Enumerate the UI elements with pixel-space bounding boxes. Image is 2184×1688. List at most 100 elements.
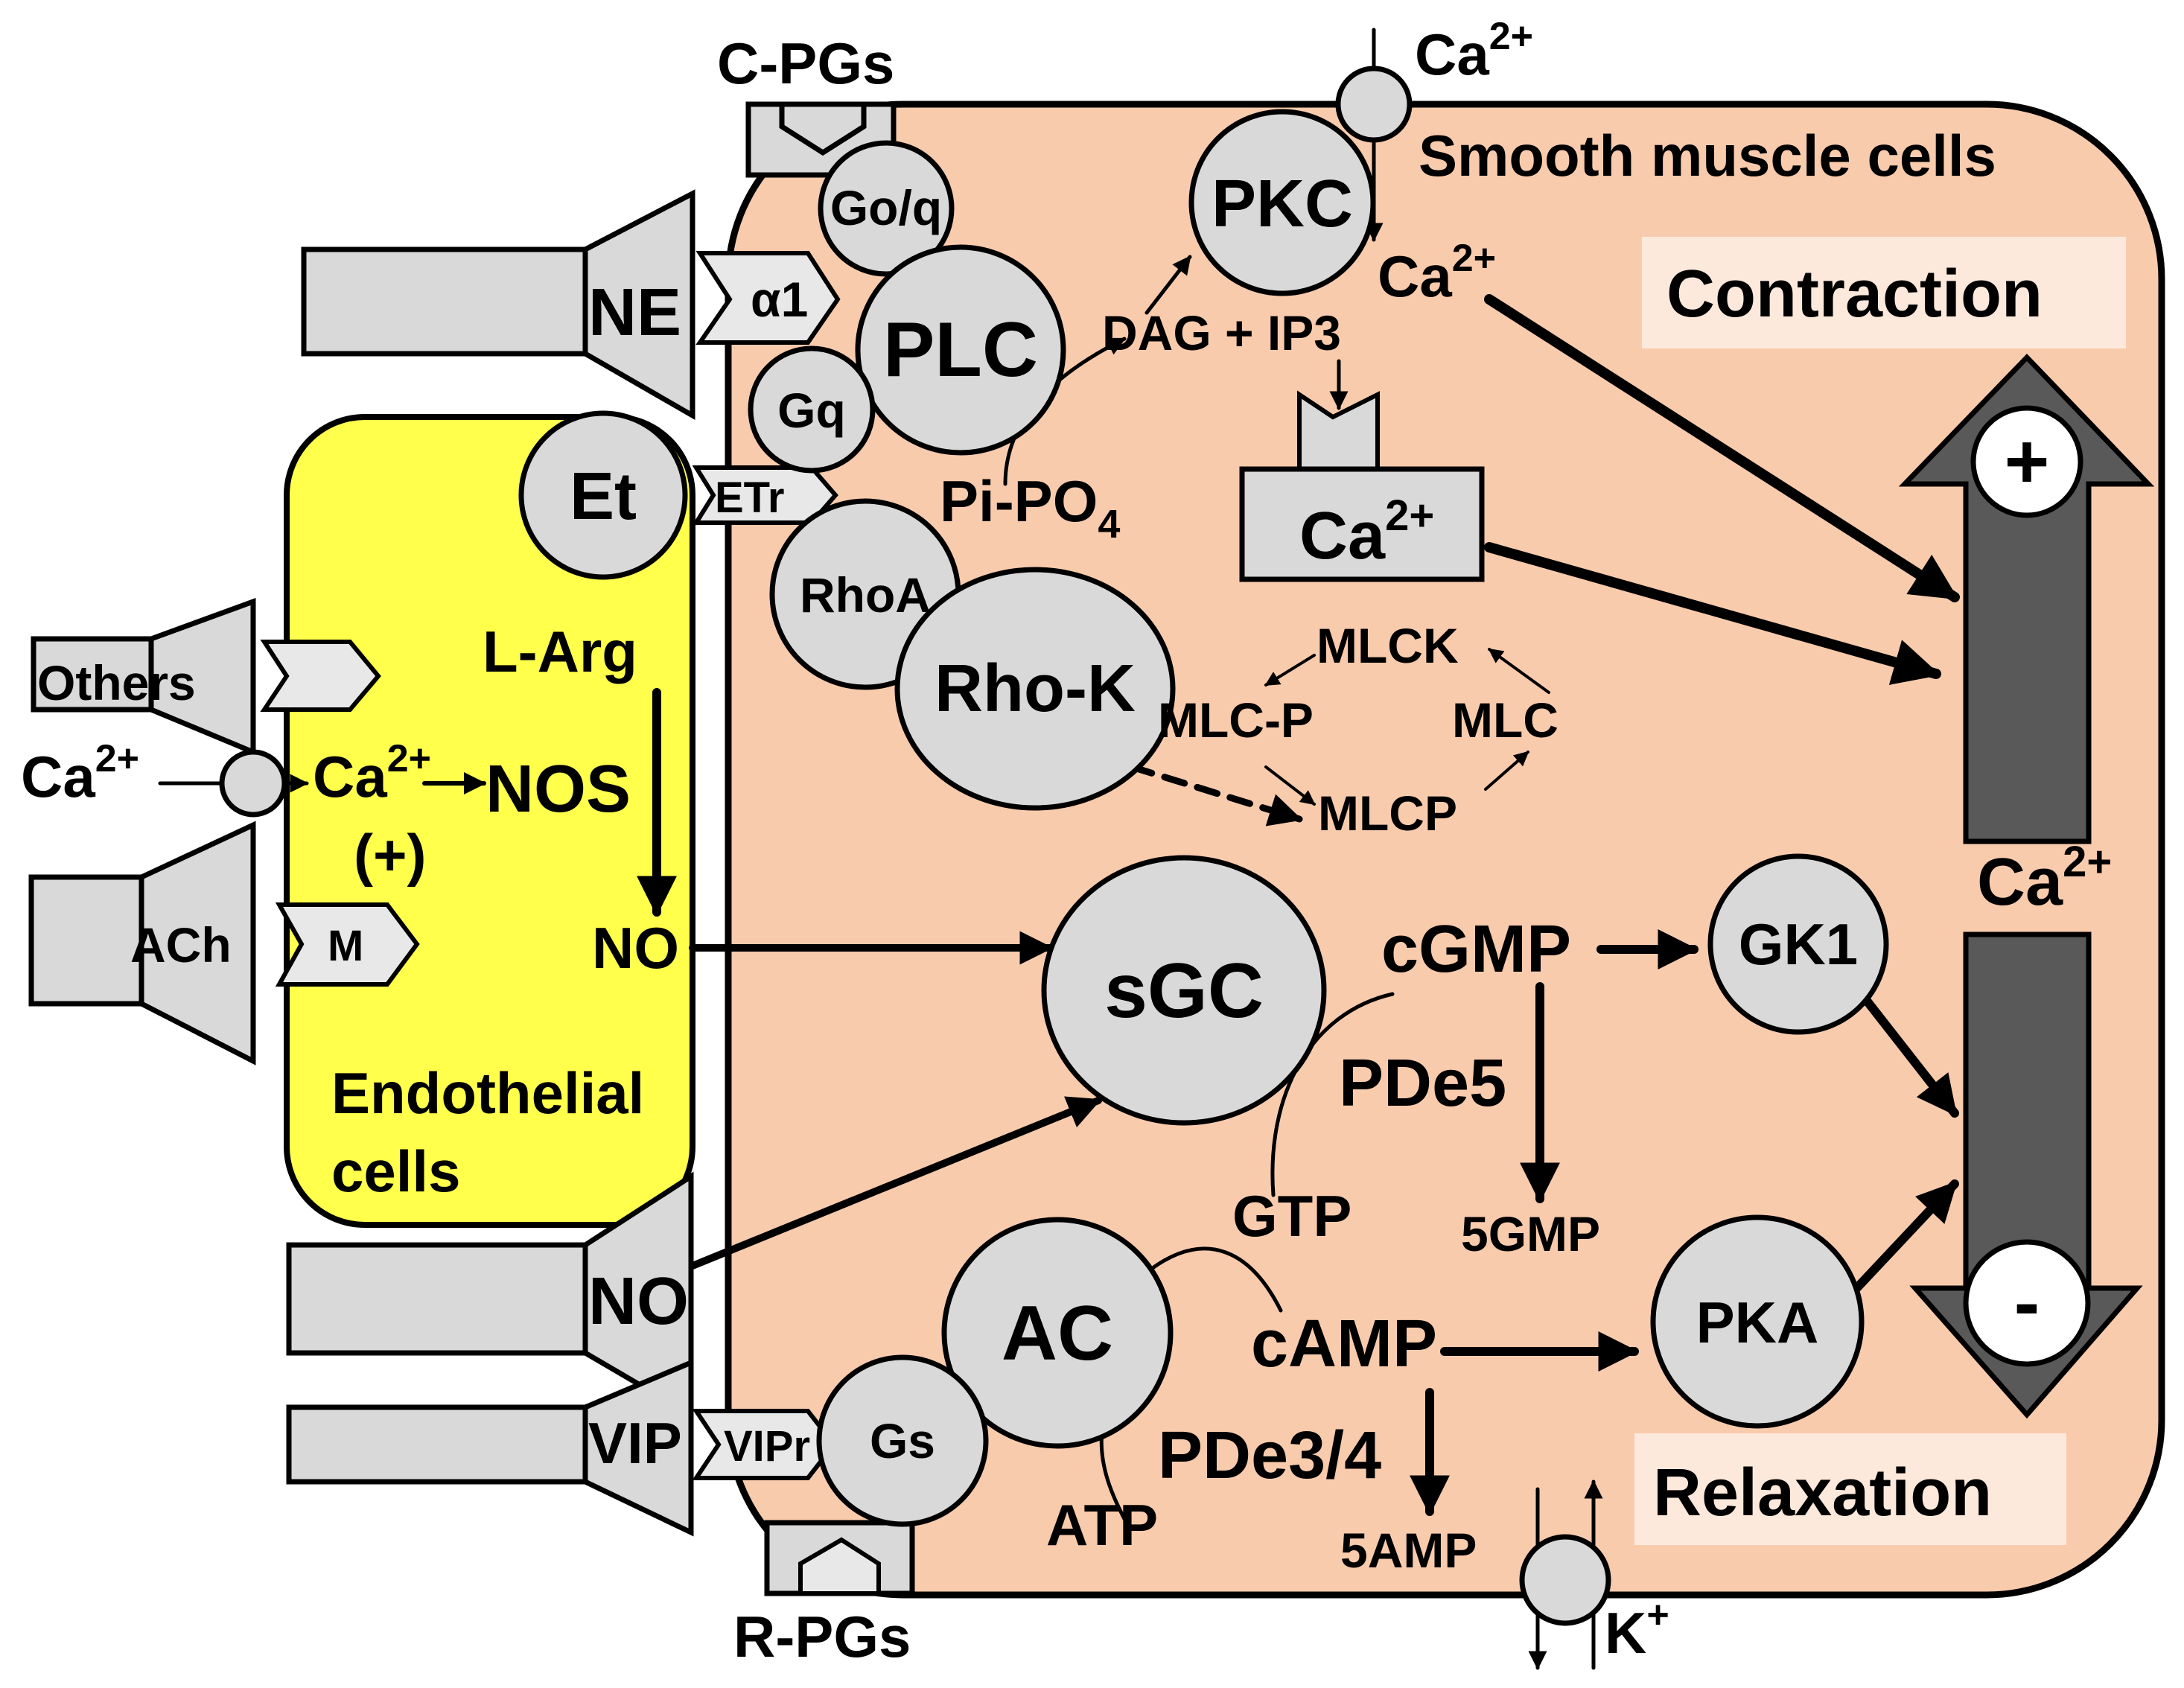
ach-nerve-terminal [139,821,256,1066]
mlck-to-mlcp-arrow [1264,654,1316,687]
atp-label: ATP [1046,1492,1158,1558]
pka-node [1650,1214,1865,1429]
ca-channel-top [1335,66,1413,143]
gs-node [816,1354,989,1527]
no-endo-label: NO [592,915,679,981]
gq-node [748,345,876,474]
plus-paren-label: (+) [354,822,427,888]
mlcp-label: MLCP [1318,786,1457,841]
ne-label: NE [588,276,681,350]
endothelial-label-line1: Endothelial [331,1060,644,1126]
contraction-label-box [1642,237,2126,348]
5amp-label: 5AMP [1340,1523,1477,1578]
mlcp-to-mlc-arrow [1484,751,1529,791]
relaxation-label-box [1634,1433,2066,1545]
gtp-label: GTP [1232,1183,1352,1249]
vip-label: VIP [588,1410,682,1476]
plus-badge [1970,405,2083,518]
dag-ip3-label: DAG + IP3 [1102,305,1341,360]
ca-store [1239,466,1485,582]
ne-nerve-terminal [582,189,695,421]
c-pgs-label: C-PGs [717,31,894,96]
plus-sign: + [2005,418,2050,505]
dag-to-pkc-arrow [1144,255,1192,315]
pde34-label: PDe3/4 [1158,1418,1381,1493]
ach-nerve-stem [28,874,144,1007]
endothelial-label-line2: cells [331,1138,460,1204]
camp-label: cAMP [1251,1307,1437,1381]
ac-to-camp-curve [1148,1246,1283,1313]
pkc-node [1188,109,1376,296]
gk1-label: GK1 [1739,911,1858,977]
gs-label: Gs [870,1413,935,1468]
mlcp-phos-to-mlcp-arrow [1264,765,1316,806]
ca-influx-label: Ca2+ [1378,237,1496,309]
vipr-label: VIPr [724,1422,810,1471]
pde5-label: PDe5 [1339,1046,1506,1121]
others-label: Others [37,655,196,710]
smooth-muscle-label: Smooth muscle cells [1419,123,1996,188]
atp-to-ac-curve [1099,1427,1127,1521]
no-nerve-label: NO [588,1264,689,1339]
contraction-big-arrow [1898,353,2155,844]
etr-label: ETr [715,474,785,522]
ac-node [941,1217,1174,1449]
ca-to-contraction-arrow [1484,294,1960,602]
plc-label: PLC [883,307,1038,393]
rhok-to-mlcp-dashed-arrow [1128,763,1303,827]
mlc-p-label: MLC-P [1158,692,1314,748]
mlc-to-mlck-arrow [1488,648,1550,694]
sgc-label: sGC [1104,948,1264,1034]
pi-po-label: Pi-PO4 [940,468,1120,547]
minus-badge [1963,1239,2091,1367]
gq-label: Gq [777,383,846,438]
vip-nerve-terminal [582,1358,694,1537]
ca-endo-outer-label: Ca2+ [21,737,139,809]
ip3-receptor [1297,390,1380,471]
sgc-node [1041,855,1327,1126]
pkc-label: PKC [1212,167,1353,241]
gk1-node [1707,853,1889,1035]
k-label: K+ [1605,1593,1669,1666]
pka-to-relaxation-arrow [1835,1179,1959,1311]
gk1-to-relaxation-arrow [1857,990,1959,1118]
ca-endo-inner-label: Ca2+ [313,737,431,809]
ca-channel-endo [219,749,287,818]
plc-node [855,244,1066,456]
5gmp-label: 5GMP [1461,1206,1600,1261]
c-pgs-receptor-notch [779,101,867,156]
alpha1-label: α1 [751,272,808,327]
ca-top-label: Ca2+ [1415,15,1533,87]
nos-label: NOS [485,752,631,827]
pka-label: PKA [1696,1290,1819,1355]
endothelial-cell [284,414,695,1228]
ca-center-label: Ca2+ [1977,838,2112,920]
alpha1-receptor [695,251,841,345]
m-label: M [328,922,363,970]
relaxation-label: Relaxation [1653,1456,1992,1530]
vip-nerve-stem [286,1404,588,1485]
ne-nerve-stem [301,246,588,357]
r-pgs-receptor-notch [798,1537,881,1596]
rhoa-label: RhoA [800,567,931,622]
l-arg-label: L-Arg [483,619,637,684]
rhok-node [894,567,1176,811]
ach-label: ACh [130,917,232,972]
cgmp-label: cGMP [1381,912,1571,987]
no-nerve-stem [286,1242,588,1356]
k-channel [1519,1534,1611,1626]
contraction-label: Contraction [1666,257,2043,331]
vipr-receptor [692,1409,837,1480]
minus-sign: - [2014,1260,2040,1346]
others-receptor [260,640,381,712]
et-node [518,410,688,580]
mlck-label: MLCK [1317,618,1459,673]
ca-store-label: Ca2+ [1299,491,1434,573]
goq-label: Go/q [830,180,942,235]
ac-label: AC [1002,1290,1113,1377]
m-receptor [275,902,420,987]
no-nerve-to-sgc-arrow [689,1096,1102,1270]
mlc-label: MLC [1452,692,1559,748]
et-label: Et [570,459,637,534]
